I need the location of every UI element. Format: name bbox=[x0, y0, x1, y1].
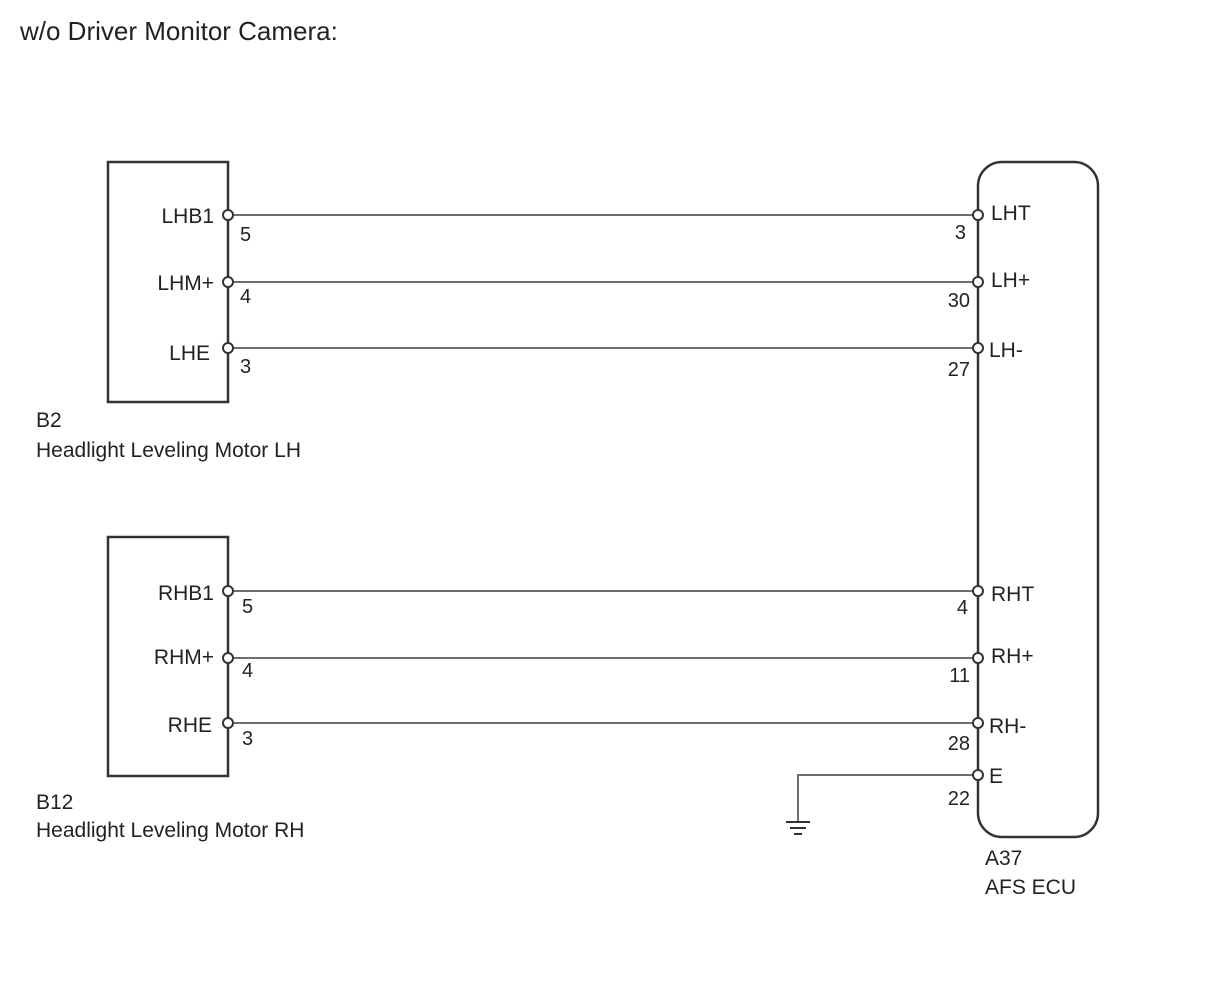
lh-motor-code: B2 bbox=[36, 409, 62, 432]
pin-label-lht: LHT bbox=[991, 202, 1031, 225]
pin-number-rhminus: 28 bbox=[948, 733, 970, 755]
terminal-rhb1 bbox=[222, 585, 234, 597]
terminal-lht bbox=[972, 209, 984, 221]
pin-label-rhplus: RH+ bbox=[991, 645, 1034, 668]
pin-label-lhplus: LH+ bbox=[991, 269, 1030, 292]
terminal-rhplus bbox=[972, 652, 984, 664]
pin-number-rhe: 3 bbox=[242, 728, 253, 750]
pin-label-rhe: RHE bbox=[168, 714, 212, 737]
pin-number-lht: 3 bbox=[955, 222, 966, 244]
pin-label-lhm: LHM+ bbox=[157, 272, 214, 295]
pin-number-rhb1: 5 bbox=[242, 596, 253, 618]
terminal-lhminus bbox=[972, 342, 984, 354]
pin-label-rhm: RHM+ bbox=[154, 646, 214, 669]
ecu-code: A37 bbox=[985, 847, 1022, 870]
ecu-name: AFS ECU bbox=[985, 876, 1076, 899]
terminal-lhb1 bbox=[222, 209, 234, 221]
lh-motor-name: Headlight Leveling Motor LH bbox=[36, 439, 301, 462]
wire-ground bbox=[797, 774, 978, 822]
pin-label-lhminus: LH- bbox=[989, 339, 1023, 362]
pin-number-rhplus: 11 bbox=[949, 665, 970, 687]
pin-label-lhe: LHE bbox=[169, 342, 210, 365]
pin-label-rhminus: RH- bbox=[989, 715, 1026, 738]
ground-icon bbox=[786, 821, 810, 835]
pin-number-e: 22 bbox=[948, 788, 970, 810]
rh-motor-name: Headlight Leveling Motor RH bbox=[36, 819, 304, 842]
terminal-rhe bbox=[222, 717, 234, 729]
pin-label-lhb1: LHB1 bbox=[161, 205, 214, 228]
pin-number-lhb1: 5 bbox=[240, 224, 251, 246]
pin-label-rht: RHT bbox=[991, 583, 1034, 606]
terminal-e bbox=[972, 769, 984, 781]
pin-number-lhm: 4 bbox=[240, 286, 251, 308]
terminal-lhe bbox=[222, 342, 234, 354]
rh-motor-code: B12 bbox=[36, 791, 73, 814]
terminal-rht bbox=[972, 585, 984, 597]
pin-number-rht: 4 bbox=[957, 597, 968, 619]
terminal-lhplus bbox=[972, 276, 984, 288]
pin-number-lhe: 3 bbox=[240, 356, 251, 378]
terminal-lhm bbox=[222, 276, 234, 288]
pin-label-e: E bbox=[989, 765, 1003, 788]
diagram-title: w/o Driver Monitor Camera: bbox=[19, 16, 338, 46]
pin-number-lhminus: 27 bbox=[948, 359, 970, 381]
pin-number-rhm: 4 bbox=[242, 660, 253, 682]
pin-label-rhb1: RHB1 bbox=[158, 582, 214, 605]
terminal-rhminus bbox=[972, 717, 984, 729]
terminal-rhm bbox=[222, 652, 234, 664]
ecu-connector bbox=[976, 160, 1100, 839]
pin-number-lhplus: 30 bbox=[948, 290, 970, 312]
